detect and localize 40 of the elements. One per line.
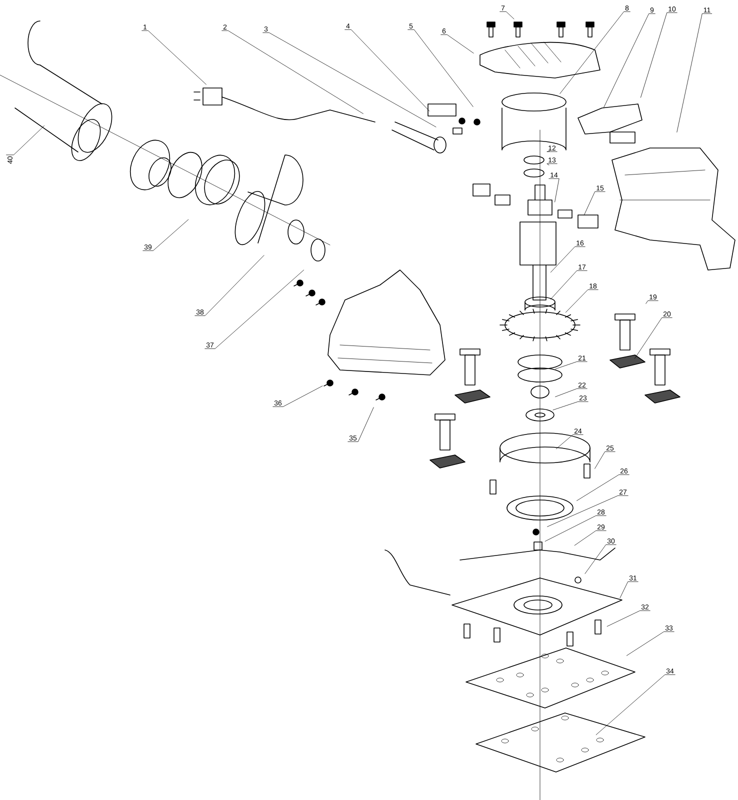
leader-line (546, 151, 558, 152)
leader-line (646, 300, 658, 304)
leader-line (596, 674, 676, 735)
leader-line (547, 495, 628, 527)
leader-line (566, 289, 598, 313)
leader-line (6, 126, 44, 156)
leader-line (576, 474, 630, 501)
leader-line (348, 407, 374, 442)
leader-line (272, 386, 323, 407)
leader-line (440, 34, 474, 54)
leader-line (640, 12, 678, 98)
leader-line (626, 631, 674, 656)
leader-line (560, 11, 630, 94)
leader-line (552, 401, 588, 410)
leader-line (555, 388, 588, 397)
leader-line (603, 13, 656, 108)
leader-line (550, 270, 588, 300)
leader-line (584, 191, 606, 216)
leader-line (574, 530, 606, 546)
leader-line (142, 30, 206, 85)
leader-line (548, 178, 560, 202)
leader-line (556, 434, 584, 450)
leader-line (555, 361, 588, 370)
leader-line (620, 581, 638, 598)
leader-line (606, 610, 650, 627)
leader-line (344, 29, 430, 112)
leader-line (262, 32, 436, 128)
leader-line (142, 219, 189, 251)
leader-line (546, 163, 558, 166)
leader-line (584, 544, 616, 574)
leader-line (550, 246, 586, 272)
leader-line (676, 13, 712, 132)
leader-line (408, 29, 474, 107)
leader-line (594, 451, 616, 469)
leader-line (194, 255, 264, 316)
leader-line (634, 317, 672, 359)
leader-line (500, 11, 514, 20)
leader-line (204, 270, 304, 349)
leader-line (222, 30, 364, 114)
leader-line (544, 515, 606, 542)
